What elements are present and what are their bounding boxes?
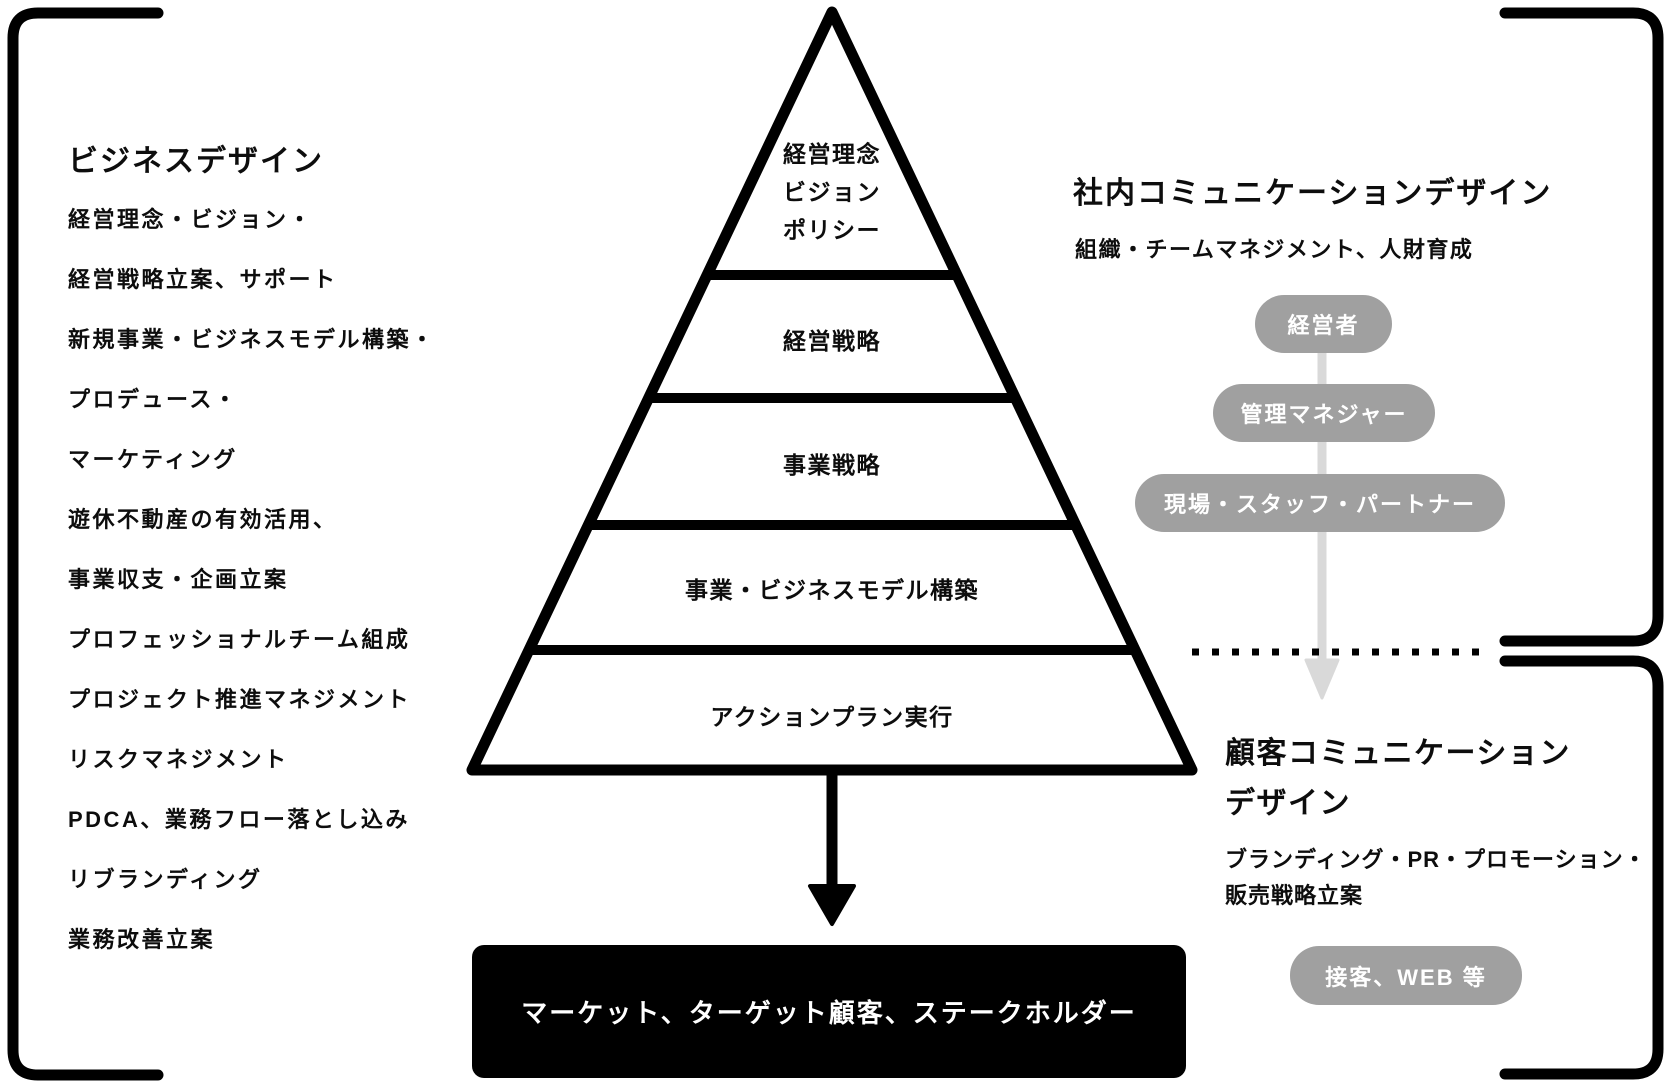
customer-title-line: デザイン <box>1225 787 1351 820</box>
pill-label: 経営者 <box>1287 313 1360 338</box>
list-item: リスクマネジメント <box>68 747 289 772</box>
list-item: 経営戦略立案、サポート <box>68 267 338 292</box>
customer-subtitle-line: 販売戦略立案 <box>1225 883 1364 908</box>
pyramid-level-1-label: 経営理念 ビジョン ポリシー <box>783 135 881 249</box>
list-item: プロフェッショナルチーム組成 <box>68 627 411 652</box>
market-target-box: マーケット、ターゲット顧客、ステークホルダー <box>472 945 1186 1078</box>
list-item: 遊休不動産の有効活用、 <box>68 507 338 532</box>
pyramid-level-3-label: 事業戦略 <box>783 452 881 478</box>
pill-kanri-manager: 管理マネジャー <box>1213 384 1435 442</box>
pyramid-level-1-line: 経営理念 <box>783 141 881 167</box>
pill-keieisha: 経営者 <box>1255 295 1392 353</box>
pill-label: 管理マネジャー <box>1240 402 1408 427</box>
internal-communication-subtitle: 組織・チームマネジメント、人財育成 <box>1075 237 1474 262</box>
business-design-list: 経営理念・ビジョン・ 経営戦略立案、サポート 新規事業・ビジネスモデル構築・ プ… <box>68 190 436 970</box>
list-item: 経営理念・ビジョン・ <box>68 207 314 232</box>
list-item: マーケティング <box>68 447 238 472</box>
internal-communication-title: 社内コミュニケーションデザイン <box>1073 177 1553 210</box>
pyramid-level-4-label: 事業・ビジネスモデル構築 <box>685 577 979 603</box>
customer-title-line: 顧客コミュニケーション <box>1225 737 1571 770</box>
list-item: PDCA、業務フロー落とし込み <box>68 807 410 832</box>
list-item: リブランディング <box>68 867 263 892</box>
list-item: プロデュース・ <box>68 387 239 412</box>
customer-subtitle-line: ブランディング・PR・プロモーション・ <box>1225 847 1647 872</box>
list-item: プロジェクト推進マネジメント <box>68 687 412 712</box>
pill-label: 現場・スタッフ・パートナー <box>1163 492 1476 517</box>
top-right-frame-bracket <box>1499 7 1664 647</box>
pill-label: 接客、WEB 等 <box>1325 964 1487 990</box>
pyramid-outline <box>466 6 1198 776</box>
left-frame-bracket <box>7 7 164 1081</box>
customer-communication-title: 顧客コミュニケーション デザイン <box>1225 729 1571 829</box>
list-item: 業務改善立案 <box>68 927 216 952</box>
list-item: 事業収支・企画立案 <box>68 567 289 592</box>
down-arrow-icon <box>808 772 856 926</box>
pyramid-level-2-label: 経営戦略 <box>783 328 881 354</box>
pyramid-level-1-line: ポリシー <box>783 217 881 243</box>
pill-sekkyaku-web: 接客、WEB 等 <box>1290 946 1522 1005</box>
pyramid-level-1-line: ビジョン <box>783 179 881 205</box>
pill-genba-staff-partner: 現場・スタッフ・パートナー <box>1135 474 1505 532</box>
list-item: 新規事業・ビジネスモデル構築・ <box>68 327 436 352</box>
market-target-label: マーケット、ターゲット顧客、ステークホルダー <box>521 998 1137 1028</box>
bottom-right-frame-bracket <box>1499 655 1664 1080</box>
customer-communication-subtitle: ブランディング・PR・プロモーション・ 販売戦略立案 <box>1225 842 1647 914</box>
business-design-title: ビジネスデザイン <box>68 145 324 178</box>
pyramid-level-5-label: アクションプラン実行 <box>710 704 954 730</box>
